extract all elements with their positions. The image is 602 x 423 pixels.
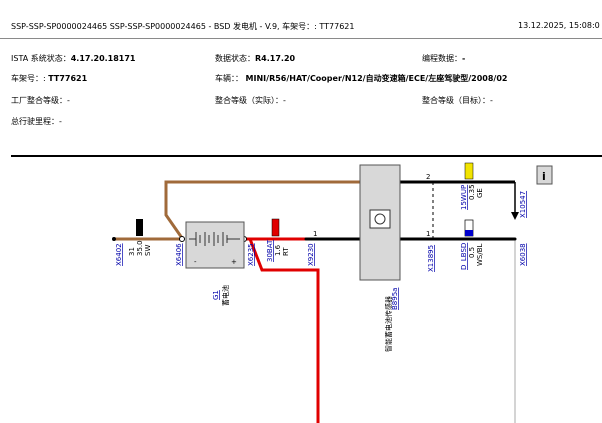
data-status-label: 数据状态： (215, 54, 255, 63)
sensor-symbol-circle (374, 213, 386, 225)
connector-link-x6406[interactable]: X6406 (175, 243, 183, 266)
wire-color-marker-black (136, 219, 143, 236)
wire-color-marker-blue-stripe (465, 230, 473, 236)
battery-cells-icon (189, 232, 240, 246)
vehicle-label: 车辆：： (215, 74, 243, 83)
vehicle-value: MINI/R56/HAT/Cooper/N12/自动变速箱/ECE/左座驾驶型/… (245, 74, 508, 83)
total-mileage-label: 总行驶里程： (11, 117, 59, 126)
factory-integration-value: - (67, 96, 70, 105)
vin: 车架号：: TT77621 (11, 73, 87, 84)
battery-minus-icon: - (194, 258, 197, 266)
connector-link-x6235[interactable]: X6235 (247, 243, 255, 266)
component-desc-g1: 蓄电池 (221, 285, 230, 306)
pin-number-1b: 1 (426, 230, 430, 238)
total-mileage-value: - (59, 117, 62, 126)
target-integration-value: - (490, 96, 493, 105)
sensor-symbol-icon (369, 209, 391, 229)
pin-number-1a: 1 (313, 230, 317, 238)
component-desc-b895a: 智能蓄电池传感器 (384, 296, 393, 352)
connector-link-x9230[interactable]: X9230 (307, 243, 315, 266)
target-integration-label: 整合等级（目标）： (422, 96, 490, 105)
connector-link-x6402[interactable]: X6402 (115, 243, 123, 266)
target-integration-level: 整合等级（目标）：- (422, 95, 493, 106)
wire-label-ws-bl: WS/BL (476, 243, 484, 266)
document-date: 13.12.2025, 15:08:0 (518, 21, 600, 30)
document-title: SSP-SSP-SP0000024465 SSP-SSP-SP000002446… (11, 22, 355, 31)
actual-integration-value: - (283, 96, 286, 105)
programming-data: 编程数据：- (422, 53, 465, 64)
arrow-down-icon (511, 212, 519, 220)
programming-data-value: - (462, 54, 466, 63)
brown-wire (164, 180, 360, 239)
wire-color-marker-red (271, 218, 280, 237)
connector-link-x6038[interactable]: X6038 (519, 243, 527, 266)
header-divider (0, 38, 602, 39)
wire-label-rt: RT (282, 247, 290, 256)
total-mileage: 总行驶里程：- (11, 116, 62, 127)
component-link-b895a[interactable]: B895a (391, 288, 399, 310)
wire-label-1-6: 1.6 (274, 244, 282, 256)
vin-value: TT77621 (48, 74, 88, 83)
factory-integration-level: 工厂整合等级：- (11, 95, 70, 106)
ista-status-value: 4.17.20.18171 (70, 54, 136, 63)
ista-status: ISTA 系统状态：4.17.20.18171 (11, 53, 136, 64)
ista-status-label: ISTA 系统状态： (11, 54, 71, 63)
wire-label-15wup[interactable]: 15WUP (460, 185, 468, 210)
connector-link-x13895[interactable]: X13895 (427, 245, 435, 272)
connector-dot-x6402 (112, 237, 116, 241)
red-wire-feed (248, 238, 320, 423)
pin-number-2: 2 (426, 173, 430, 181)
info-icon: i (542, 170, 546, 183)
data-status: 数据状态：R4.17.20 (215, 53, 295, 64)
wire-label-35: 35.0 (136, 240, 144, 256)
wire-label-sw: SW (144, 245, 152, 256)
wire-label-0-35: 0.35 (468, 184, 476, 200)
programming-data-label: 编程数据： (422, 54, 462, 63)
battery-plus-icon: + (231, 258, 237, 266)
wire-label-0-5: 0.5 (468, 247, 476, 258)
data-status-value: R4.17.20 (255, 54, 296, 63)
factory-integration-label: 工厂整合等级： (11, 96, 67, 105)
wire-label-ge: GE (476, 188, 484, 198)
wire-label-30bat[interactable]: 30BAT (266, 239, 274, 262)
connector-dot-x13895 (431, 237, 435, 241)
connector-dot-x6406 (179, 236, 185, 242)
wire-color-marker-yellow (464, 162, 474, 180)
info-box[interactable] (536, 165, 553, 185)
actual-integration-label: 整合等级（实际）： (215, 96, 283, 105)
connector-dot-x9230 (304, 237, 308, 241)
wire-label-31: 31 (128, 247, 136, 256)
vin-label: 车架号：: (11, 74, 46, 83)
page-header: SSP-SSP-SP0000024465 SSP-SSP-SP000002446… (0, 0, 602, 40)
connector-link-x10547[interactable]: X10547 (519, 191, 527, 218)
actual-integration-level: 整合等级（实际）：- (215, 95, 286, 106)
wire-label-d-lbsd[interactable]: D_LBSD (460, 243, 468, 270)
vehicle: 车辆：： MINI/R56/HAT/Cooper/N12/自动变速箱/ECE/左… (215, 73, 507, 84)
connector-dot-x6038 (513, 237, 517, 241)
section-divider (11, 155, 602, 157)
component-link-g1[interactable]: G1 (212, 290, 220, 300)
